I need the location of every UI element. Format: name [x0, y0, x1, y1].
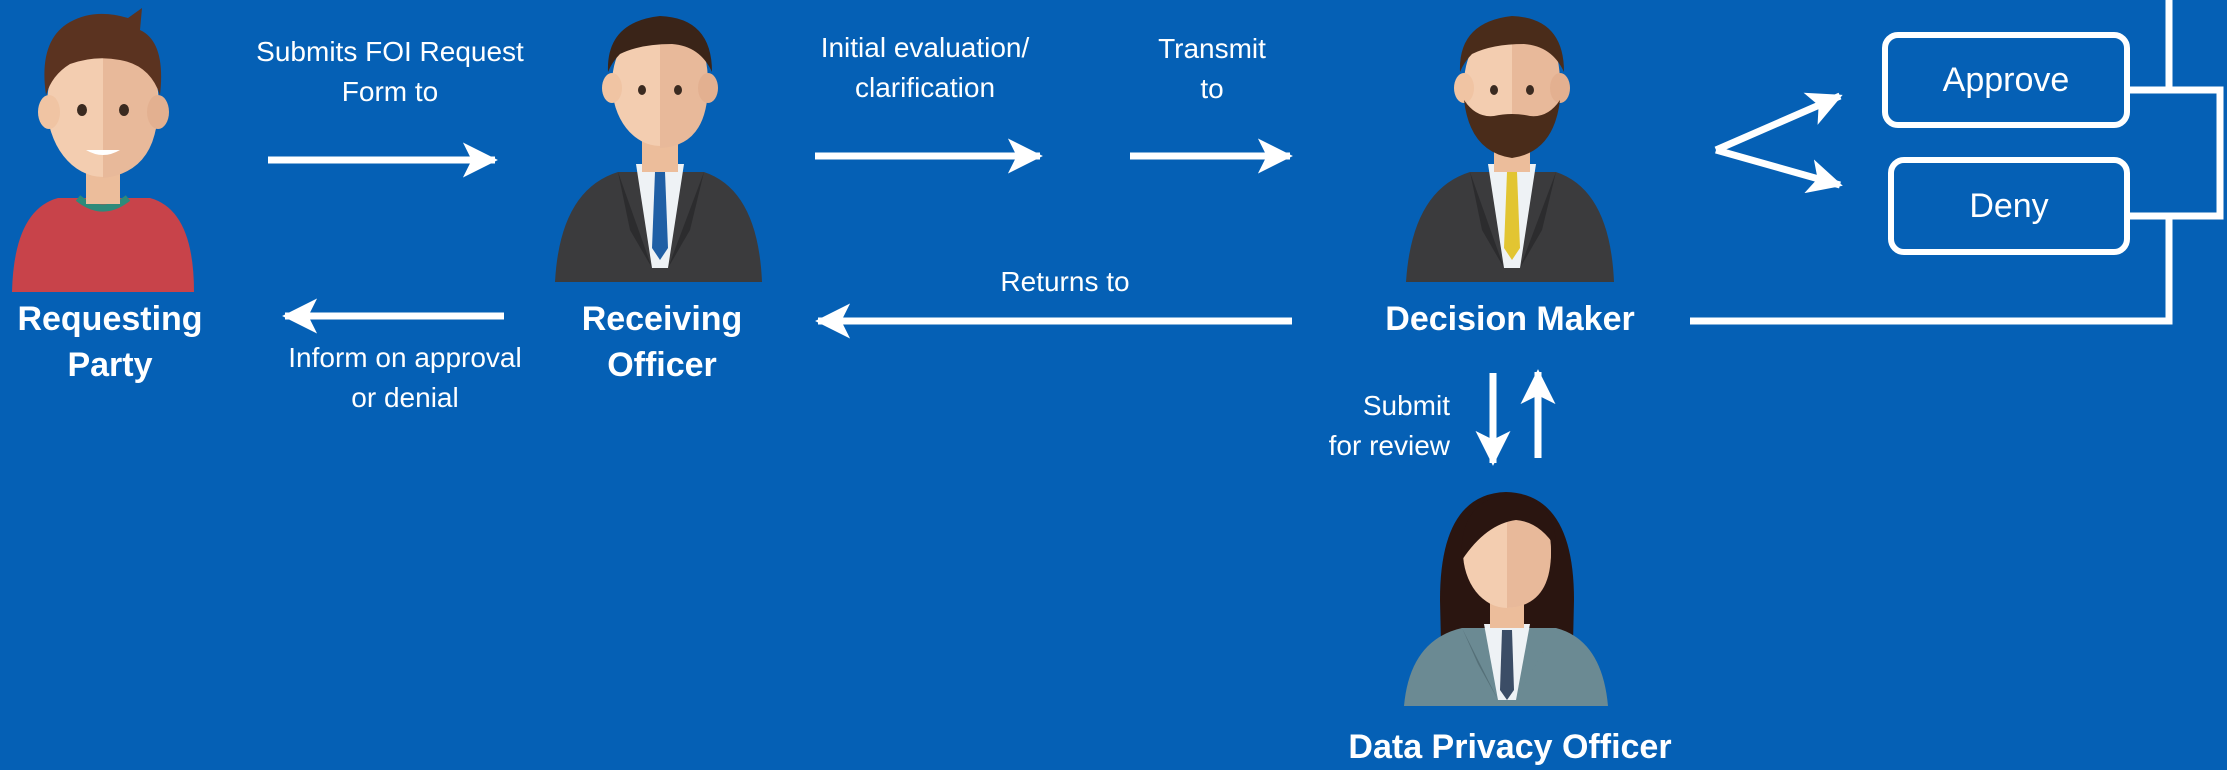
- label-initial-evaluation: Initial evaluation/ clarification: [820, 32, 1030, 103]
- deny-label: Deny: [1969, 186, 2049, 225]
- actor-name-data-privacy-officer: Data Privacy Officer: [1348, 728, 1672, 766]
- outcome-return-line: [1690, 0, 2224, 325]
- label-inform: Inform on approval or denial: [288, 342, 522, 413]
- arrow-to-approve: [1714, 92, 1843, 154]
- label-transmit: Transmit to: [1158, 33, 1266, 104]
- label-returns: Returns to: [1000, 266, 1130, 297]
- approve-box[interactable]: Approve: [1882, 32, 2130, 128]
- actor-name-receiving-officer: Receiving Officer: [581, 300, 743, 384]
- actor-name-decision-maker: Decision Maker: [1385, 300, 1635, 338]
- arrow-to-deny: [1715, 146, 1843, 194]
- label-submits: Submits FOI Request Form to: [256, 36, 524, 107]
- approve-label: Approve: [1942, 60, 2070, 99]
- label-submit-review: Submit for review: [1328, 390, 1450, 461]
- deny-box[interactable]: Deny: [1888, 157, 2130, 255]
- actor-name-requesting-party: Requesting Party: [17, 300, 203, 384]
